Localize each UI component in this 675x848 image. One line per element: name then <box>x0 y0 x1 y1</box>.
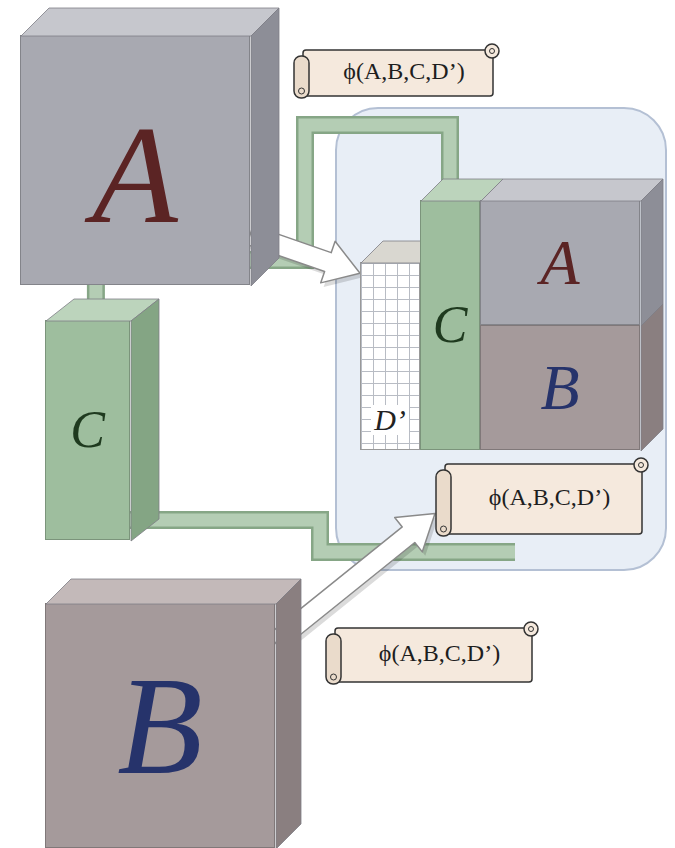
scroll-curl <box>634 458 648 472</box>
scroll-body <box>335 628 532 682</box>
cube-block: C <box>420 200 480 450</box>
cube-block: A <box>20 35 250 285</box>
formula-text: ϕ(A,B,C,D’) <box>379 641 500 665</box>
scroll-curl <box>441 526 447 532</box>
block-letter: C <box>433 299 468 351</box>
block-arrow <box>269 513 438 654</box>
block-letter: A <box>540 231 579 295</box>
grid-block: D’ <box>360 262 420 450</box>
scroll-curl <box>331 674 337 680</box>
block-arrow-shape <box>247 226 360 283</box>
block-letter: C <box>70 404 105 456</box>
block-letter: B <box>117 656 203 796</box>
scroll-roll <box>326 634 341 684</box>
scroll-body <box>303 50 493 96</box>
cube-block: B <box>480 325 640 450</box>
pipe <box>130 520 515 552</box>
block-letter: B <box>540 356 579 420</box>
cube-top-face <box>21 8 279 36</box>
cube-side-face <box>131 299 159 541</box>
scroll-curl <box>639 463 644 468</box>
cube-top-face <box>46 579 301 604</box>
formula-text: ϕ(A,B,C,D’) <box>343 59 464 83</box>
scroll-curl <box>490 49 495 54</box>
block-letter: A <box>92 105 178 245</box>
block-arrow-shape <box>269 513 435 650</box>
pipe-outline <box>87 285 105 320</box>
cube-side-face <box>251 8 279 286</box>
pipe-outline <box>130 520 515 552</box>
pipe-connector <box>95 285 96 320</box>
cube-top-face <box>421 179 503 201</box>
scroll-curl <box>529 627 534 632</box>
block-arrow <box>247 226 363 287</box>
formula-scroll: ϕ(A,B,C,D’) <box>435 456 650 538</box>
cube-block: A <box>480 200 640 325</box>
formula-scroll: ϕ(A,B,C,D’) <box>325 620 540 686</box>
cube-side-face <box>641 179 663 326</box>
cube-block: B <box>45 603 275 848</box>
scroll-roll <box>436 470 451 536</box>
scroll-curl <box>299 88 305 94</box>
enclosure-region <box>336 108 666 570</box>
formula-scroll: ϕ(A,B,C,D’) <box>293 42 501 100</box>
cube-top-face <box>46 299 159 321</box>
formula-text: ϕ(A,B,C,D’) <box>489 485 610 509</box>
scroll-curl <box>485 44 499 58</box>
cube-top-face <box>481 179 663 201</box>
block-letter: D’ <box>371 405 409 435</box>
cube-side-face <box>641 304 663 451</box>
scroll-body <box>445 464 642 534</box>
pipe <box>89 285 102 320</box>
cube-side-face <box>276 579 301 848</box>
scroll-curl <box>524 622 538 636</box>
cube-block: C <box>45 320 130 540</box>
scroll-roll <box>294 56 309 98</box>
